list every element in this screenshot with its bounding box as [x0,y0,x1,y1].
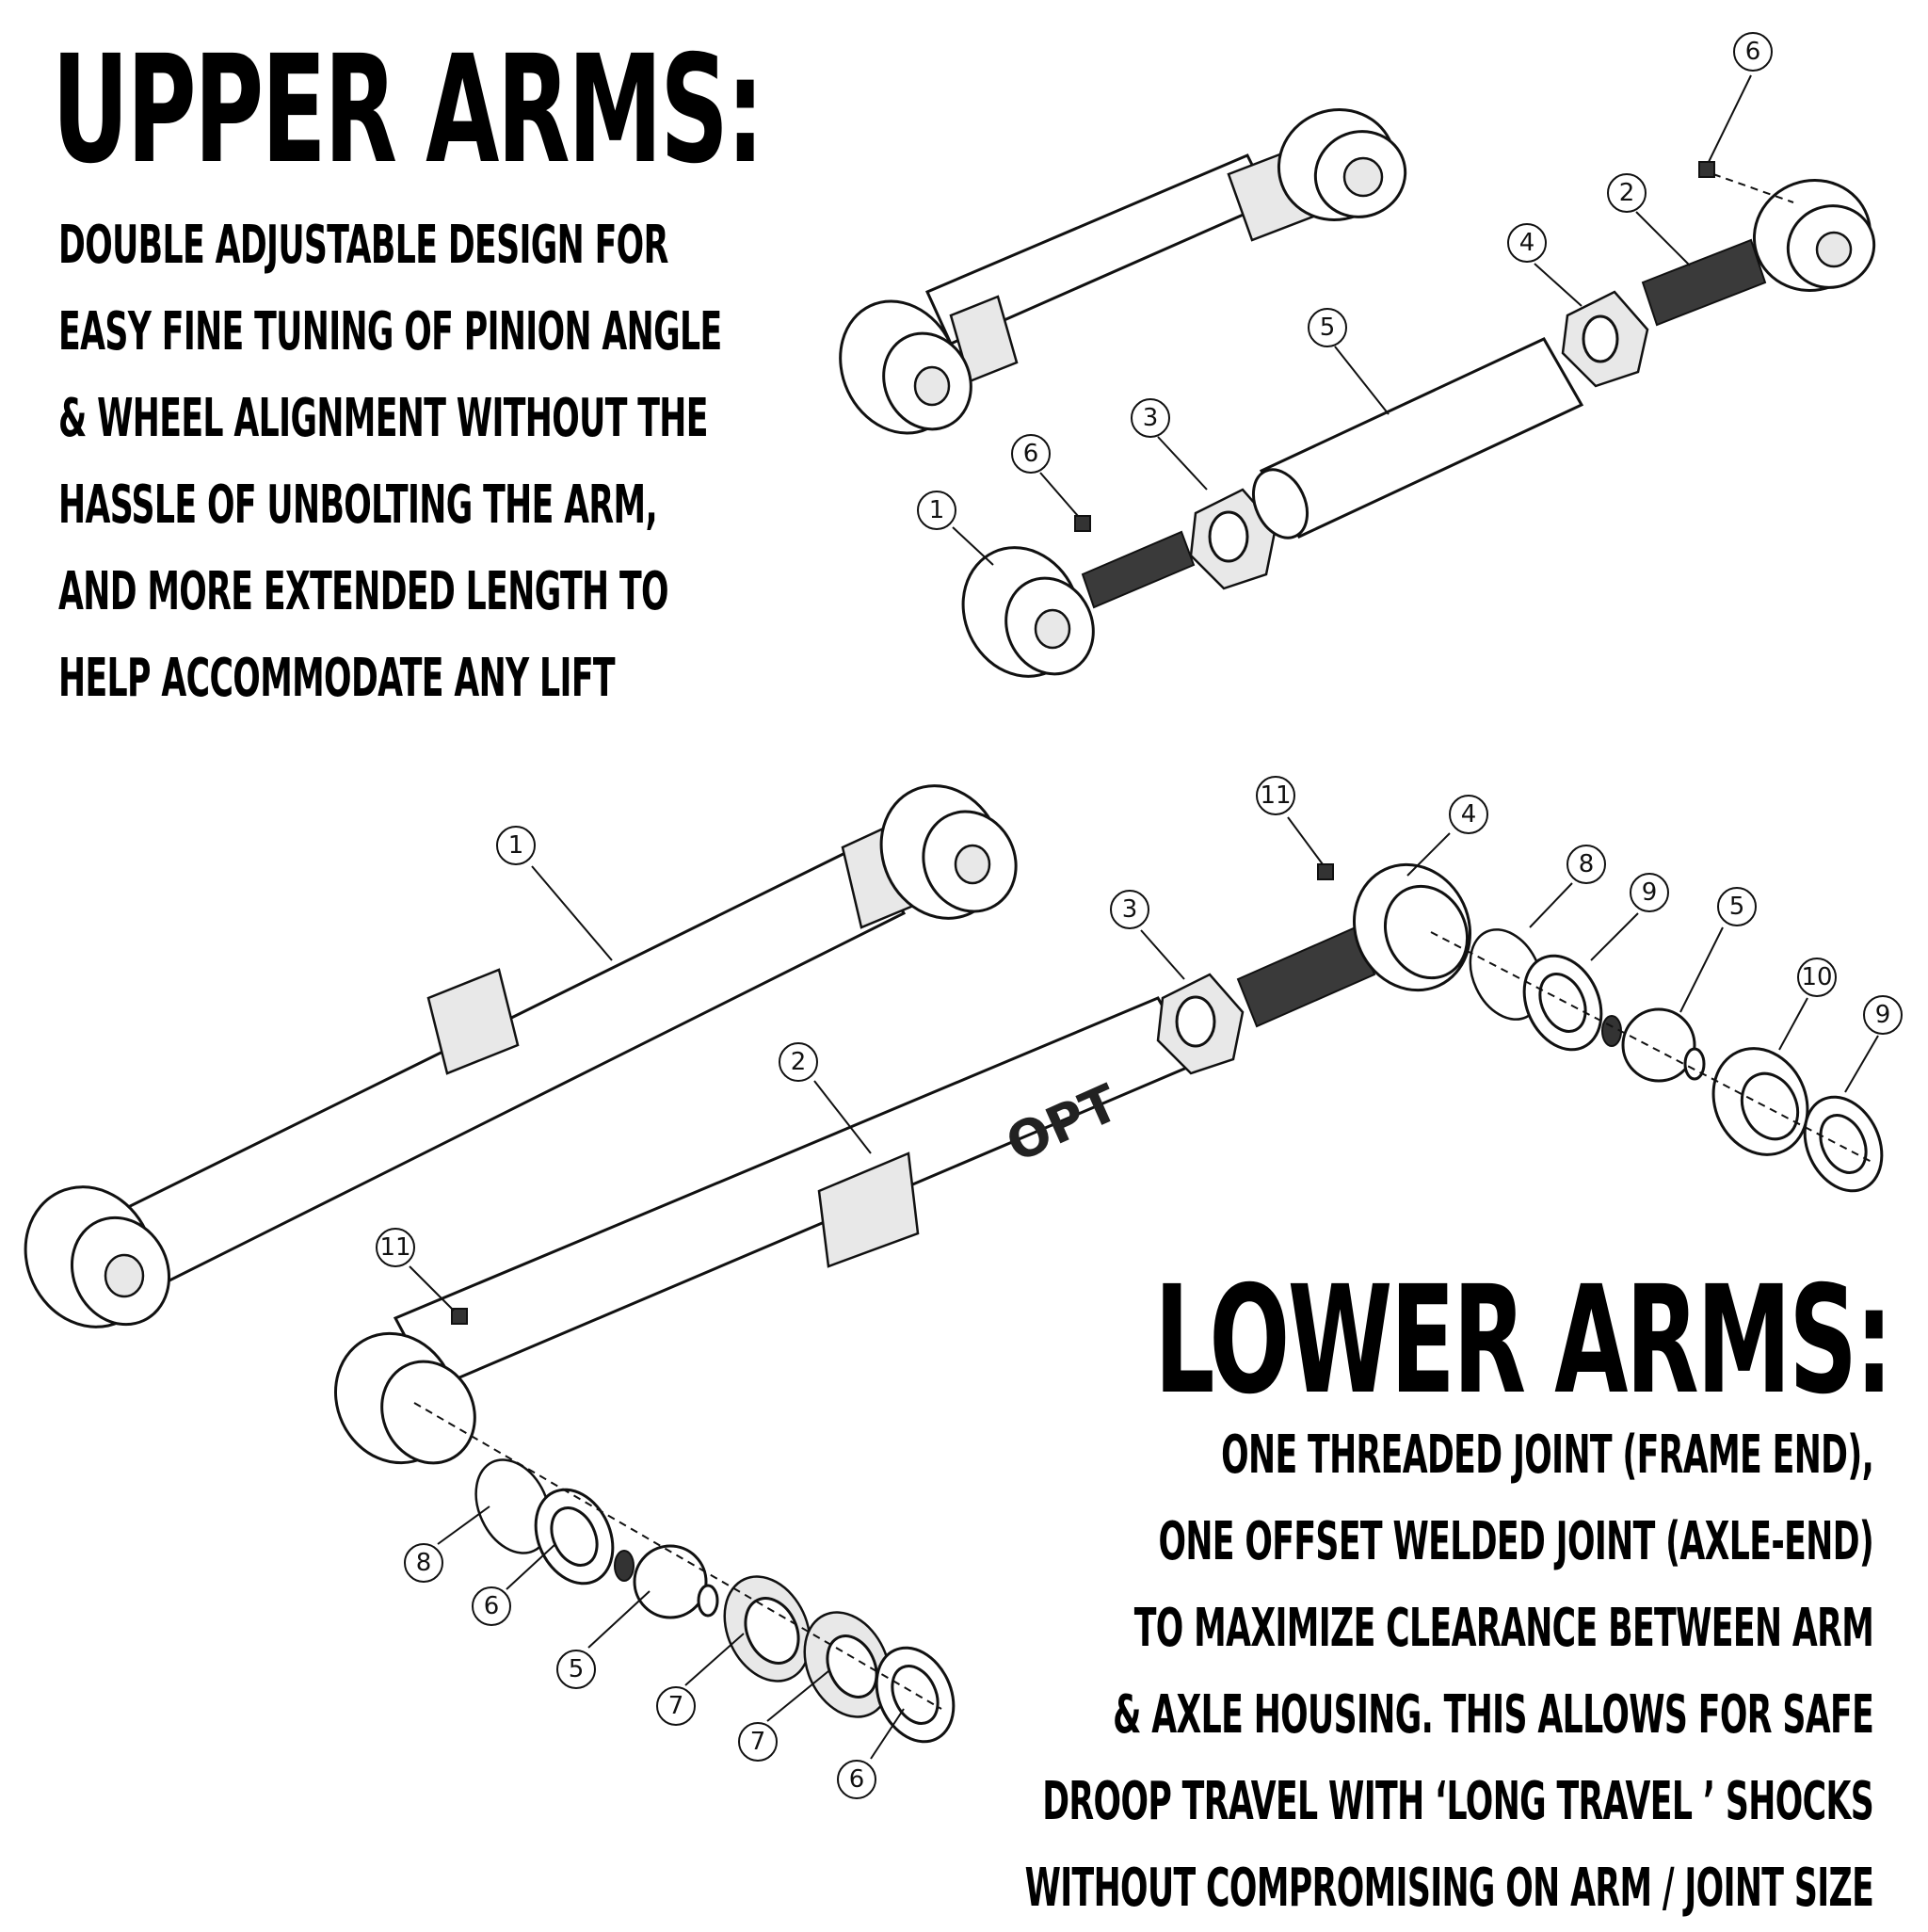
lower-callout-4 [1449,795,1488,834]
lower-arm-assembled [24,784,1018,1328]
upper-desc-line: EASY FINE TUNING OF PINION ANGLE [58,301,722,362]
upper-callout-3 [1131,398,1170,438]
upper-desc-line: DOUBLE ADJUSTABLE DESIGN FOR [58,215,668,276]
lower-callout-8 [1566,845,1606,884]
lower-callout-7-left [656,1686,696,1726]
lower-callout-7-left-label: 7 [668,1692,684,1720]
lower-callout-2 [779,1042,818,1082]
upper-callout-1-label: 1 [929,496,945,524]
lower-arms-description: ONE THREADED JOINT (FRAME END), ONE OFFS… [1024,1412,1873,1932]
lower-callout-10 [1797,958,1837,997]
lower-callout-9-right-label: 9 [1875,1001,1891,1029]
upper-desc-line: HASSLE OF UNBOLTING THE ARM, [58,475,658,536]
upper-callouts: 6 2 4 5 3 6 1 [917,32,1773,566]
lower-callout-6-left-label: 6 [484,1592,500,1620]
lower-callout-3-label: 3 [1122,895,1138,924]
lower-callout-6-bottom-label: 6 [849,1765,865,1794]
lower-callout-3 [1110,890,1149,929]
lower-callout-11-top [1256,776,1295,815]
upper-callout-3-label: 3 [1143,404,1159,432]
lower-desc-line: DROOP TRAVEL WITH ‘LONG TRAVEL ’ SHOCKS [1042,1771,1874,1832]
lower-callout-11-top-label: 11 [1260,781,1291,810]
lower-callout-8-label: 8 [1579,850,1595,878]
lower-desc-line: ONE OFFSET WELDED JOINT (AXLE-END) [1158,1511,1873,1572]
upper-callout-2-label: 2 [1619,179,1635,207]
upper-desc-line: & WHEEL ALIGNMENT WITHOUT THE [58,388,708,449]
upper-callout-5-label: 5 [1320,314,1336,342]
upper-callout-6 [1011,434,1051,474]
lower-callout-5-left [556,1650,596,1689]
upper-callout-5 [1308,308,1347,347]
lower-callout-11-label: 11 [379,1233,410,1262]
lower-callouts: 1 11 4 3 8 9 5 10 9 [376,776,1903,1799]
lower-callout-5-left-label: 5 [569,1655,585,1683]
lower-desc-line: & AXLE HOUSING. THIS ALLOWS FOR SAFE [1112,1684,1874,1746]
upper-callout-4-label: 4 [1519,229,1535,257]
lower-callout-5 [1717,887,1757,926]
lower-callout-11 [376,1228,415,1267]
upper-callout-1 [917,491,956,530]
upper-desc-line: HELP ACCOMMODATE ANY LIFT [58,648,616,709]
upper-arms-title: UPPER ARMS: [52,24,764,197]
lower-arm-exploded: OPT [333,862,1884,1744]
lower-callout-7 [738,1722,778,1762]
upper-callout-6-top-label: 6 [1745,38,1761,66]
lower-desc-line: ONE THREADED JOINT (FRAME END), [1220,1425,1874,1486]
lower-callout-10-label: 10 [1801,963,1832,991]
lower-callout-9 [1630,873,1669,912]
lower-callout-4-label: 4 [1461,800,1477,829]
lower-callout-6-bottom [837,1760,876,1799]
upper-arm-exploded [961,161,1876,678]
upper-desc-line: AND MORE EXTENDED LENGTH TO [58,561,669,622]
lower-arms-title: LOWER ARMS: [1153,1254,1893,1427]
upper-callout-2 [1607,173,1647,213]
lower-callout-6-left [472,1586,511,1626]
lower-callout-9-label: 9 [1642,878,1658,907]
lower-callout-9-right [1863,995,1903,1035]
lower-callout-7-label: 7 [750,1728,766,1756]
lower-callout-1-label: 1 [508,831,524,860]
upper-callout-4 [1507,223,1547,263]
lower-desc-line: WITHOUT COMPROMISING ON ARM / JOINT SIZE [1024,1858,1873,1919]
lower-desc-line: TO MAXIMIZE CLEARANCE BETWEEN ARM [1133,1598,1874,1659]
upper-callout-6-label: 6 [1023,440,1039,468]
upper-arms-description: DOUBLE ADJUSTABLE DESIGN FOR EASY FINE T… [58,202,722,722]
lower-callout-8-left-label: 8 [416,1549,432,1577]
lower-callout-8-left [404,1543,443,1583]
upper-arm-assembled [839,108,1407,435]
upper-callout-6-top [1733,32,1773,72]
lower-callout-2-label: 2 [791,1048,807,1076]
lower-callout-1 [496,826,536,865]
lower-callout-5-label: 5 [1729,893,1745,921]
